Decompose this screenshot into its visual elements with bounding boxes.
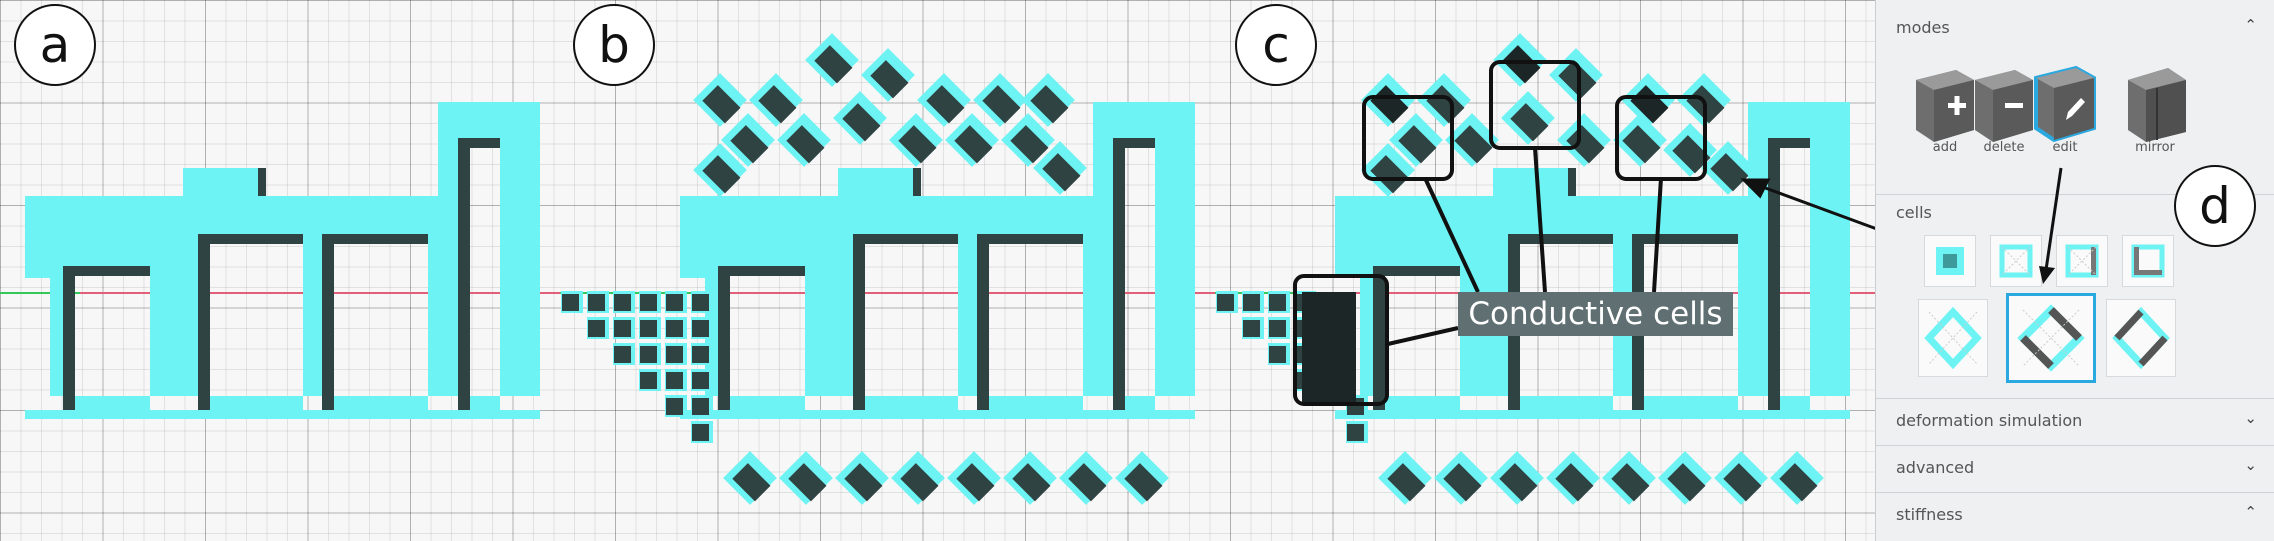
hollow-square-cell-icon (1999, 244, 2033, 278)
chevron-up-icon[interactable]: ⌃ (2244, 16, 2257, 34)
pointer-arrow (1759, 184, 1875, 230)
cell-type-solid-square[interactable] (1924, 235, 1976, 287)
add-cube-icon (1916, 70, 1974, 142)
grid-canvas[interactable]: a b c Conductive cells (0, 0, 1875, 541)
deformation-simulation-title: deformation simulation (1896, 411, 2083, 430)
add-mode-button[interactable] (1906, 60, 1984, 152)
cells-section: cells (1876, 195, 2274, 395)
delete-mode-label: delete (1983, 140, 2025, 155)
advanced-title: advanced (1896, 458, 1975, 477)
scene-svg (0, 33, 1875, 505)
callout-leader (1533, 147, 1547, 293)
sidebar: modes ⌃ add delete (1875, 0, 2274, 541)
delete-cube-icon (1975, 70, 2033, 142)
add-mode-label: add (1932, 140, 1958, 155)
cell-type-half-diamond[interactable] (2106, 299, 2176, 377)
stiffness-section[interactable]: stiffness ⌃ (1876, 493, 2274, 541)
panel-label-d: d (2174, 165, 2256, 247)
cell-type-hollow-square[interactable] (1990, 235, 2042, 287)
modes-title: modes (1896, 18, 1950, 37)
highlight-box (1362, 95, 1454, 181)
sidebar-overlay (2039, 167, 2063, 284)
conductive-cells-callout: Conductive cells (1458, 292, 1733, 336)
divider (1876, 492, 2274, 493)
cells-title: cells (1896, 203, 1932, 222)
panel-label-a: a (14, 4, 96, 86)
cell-type-hollow-diamond[interactable] (1918, 299, 1988, 377)
advanced-section[interactable]: advanced ⌄ (1876, 446, 2274, 492)
edit-cube-icon (2034, 65, 2096, 143)
solid-square-cell-icon (1936, 247, 1964, 275)
half-diamond-cell-icon (2112, 306, 2170, 370)
edit-mode-button[interactable] (2026, 58, 2104, 150)
modes-section: modes ⌃ add delete (1876, 0, 2274, 198)
panel-label-b: b (573, 4, 655, 86)
structure-c (1216, 33, 1850, 505)
delete-mode-button[interactable] (1965, 60, 2043, 152)
mirror-mode-button[interactable] (2116, 58, 2194, 150)
dark-square-cell-icon (2131, 244, 2165, 278)
panel-label-c: c (1235, 4, 1317, 86)
pointer-arrowhead (1740, 178, 1771, 199)
mirror-mode-label: mirror (2135, 140, 2175, 155)
callout-leader (1423, 177, 1480, 293)
structure-a (25, 102, 540, 419)
divider (1876, 445, 2274, 446)
chevron-down-icon[interactable]: ⌄ (2244, 409, 2257, 427)
hollow-diamond-cell-icon (1924, 306, 1982, 370)
divider (1876, 398, 2274, 399)
edit-mode-label: edit (2052, 140, 2078, 155)
callout-leader (1387, 326, 1459, 346)
mixed-square-cell-icon (2065, 244, 2099, 278)
cell-type-mixed-square[interactable] (2056, 235, 2108, 287)
highlight-box (1293, 274, 1389, 406)
cell-type-conductive-diamond[interactable] (2006, 293, 2096, 383)
deformation-simulation-section[interactable]: deformation simulation ⌄ (1876, 399, 2274, 445)
mirror-cube-icon (2128, 68, 2186, 142)
stiffness-title: stiffness (1896, 505, 1963, 524)
structure-b (561, 33, 1195, 505)
conductive-diamond-cell-icon (2017, 304, 2085, 372)
divider (1876, 194, 2274, 195)
chevron-up-icon[interactable]: ⌃ (2244, 503, 2257, 521)
cell-type-dark-square[interactable] (2122, 235, 2174, 287)
callout-leader (1652, 177, 1663, 293)
chevron-down-icon[interactable]: ⌄ (2244, 456, 2257, 474)
